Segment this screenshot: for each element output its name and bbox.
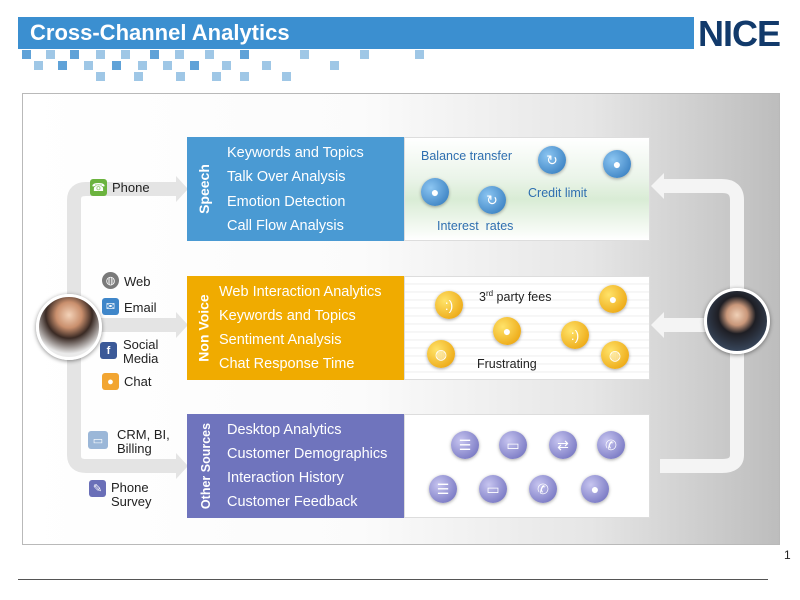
agent-avatar (704, 288, 770, 354)
nonvoice-item: Sentiment Analysis (219, 332, 342, 348)
nonvoice-keywords-panel: 3rd party fees Frustrating :) ● ● :) ◍ ◍ (404, 276, 650, 380)
other-item: Interaction History (227, 470, 344, 486)
nonvoice-label: Non Voice (196, 294, 213, 362)
channel-social-media: Social Media (123, 337, 159, 366)
speech-item: Call Flow Analysis (227, 218, 344, 234)
speech-item: Talk Over Analysis (227, 169, 346, 185)
page-number: 1 (784, 548, 791, 562)
other-item: Customer Feedback (227, 494, 358, 510)
contact-card-icon: ☰ (451, 431, 479, 459)
channel-web: Web (124, 274, 151, 289)
speech-label: Speech (196, 164, 212, 214)
other-sources-icons-panel: ☰ ▭ ⇄ ✆ ☰ ▭ ✆ ● (404, 414, 650, 518)
customer-avatar (36, 294, 102, 360)
tag-frustrating: Frustrating (477, 357, 537, 371)
channel-crm-bi-billing: CRM, BI, Billing (117, 427, 170, 456)
other-item: Customer Demographics (227, 446, 388, 462)
phone-icon: ☎ (90, 179, 107, 196)
page-title: Cross-Channel Analytics (18, 17, 694, 49)
nonvoice-panel: Non Voice Web Interaction Analytics Keyw… (187, 276, 404, 380)
crm-card-icon: ▭ (88, 431, 108, 449)
speech-item: Emotion Detection (227, 194, 346, 210)
speech-keywords-panel: Balance transfer Credit limit Interest r… (404, 137, 650, 241)
tag-credit-limit: Credit limit (528, 186, 588, 200)
facebook-icon: f (100, 342, 117, 359)
tag-interest-rates: Interest rates (437, 219, 514, 233)
speech-item: Keywords and Topics (227, 145, 364, 161)
nonvoice-item: Web Interaction Analytics (219, 284, 382, 300)
phone-icon: ✆ (597, 431, 625, 459)
person-icon: ● (581, 475, 609, 503)
phone-call-icon: ↻ (478, 186, 506, 214)
monitor-icon: ▭ (479, 475, 507, 503)
monitor-icon: ▭ (499, 431, 527, 459)
chat-bubble-icon: ● (493, 317, 521, 345)
transfer-icon: ⇄ (549, 431, 577, 459)
tag-balance-transfer: Balance transfer (421, 149, 513, 163)
person-icon: ● (603, 150, 631, 178)
phone-icon: ✆ (529, 475, 557, 503)
other-sources-label: Other Sources (199, 422, 214, 510)
chat-bubble-icon: ● (102, 373, 119, 390)
other-item: Desktop Analytics (227, 422, 342, 438)
email-icon: ✉ (102, 298, 119, 315)
nice-logo: NICE (698, 13, 781, 54)
survey-form-icon: ✎ (89, 480, 106, 497)
channel-phone-survey: Phone Survey (111, 480, 152, 509)
contact-card-icon: ☰ (429, 475, 457, 503)
footer-divider (18, 579, 768, 580)
speech-panel: Speech Keywords and Topics Talk Over Ana… (187, 137, 404, 241)
channel-chat: Chat (124, 374, 152, 389)
nonvoice-item: Keywords and Topics (219, 308, 356, 324)
chat-icon: :) (561, 321, 589, 349)
tag-third-party-fees: 3rd party fees (479, 289, 552, 305)
nonvoice-item: Chat Response Time (219, 356, 355, 372)
other-sources-panel: Other Sources Desktop Analytics Customer… (187, 414, 404, 518)
chat-bubble-icon: ● (599, 285, 627, 313)
person-icon: ● (421, 178, 449, 206)
channel-email: Email (124, 300, 157, 315)
chat-icon: :) (435, 291, 463, 319)
web-globe-icon: ◍ (102, 272, 119, 289)
phone-call-icon: ↻ (538, 146, 566, 174)
channel-phone: Phone (112, 180, 150, 195)
web-globe-icon: ◍ (601, 341, 629, 369)
web-globe-icon: ◍ (427, 340, 455, 368)
